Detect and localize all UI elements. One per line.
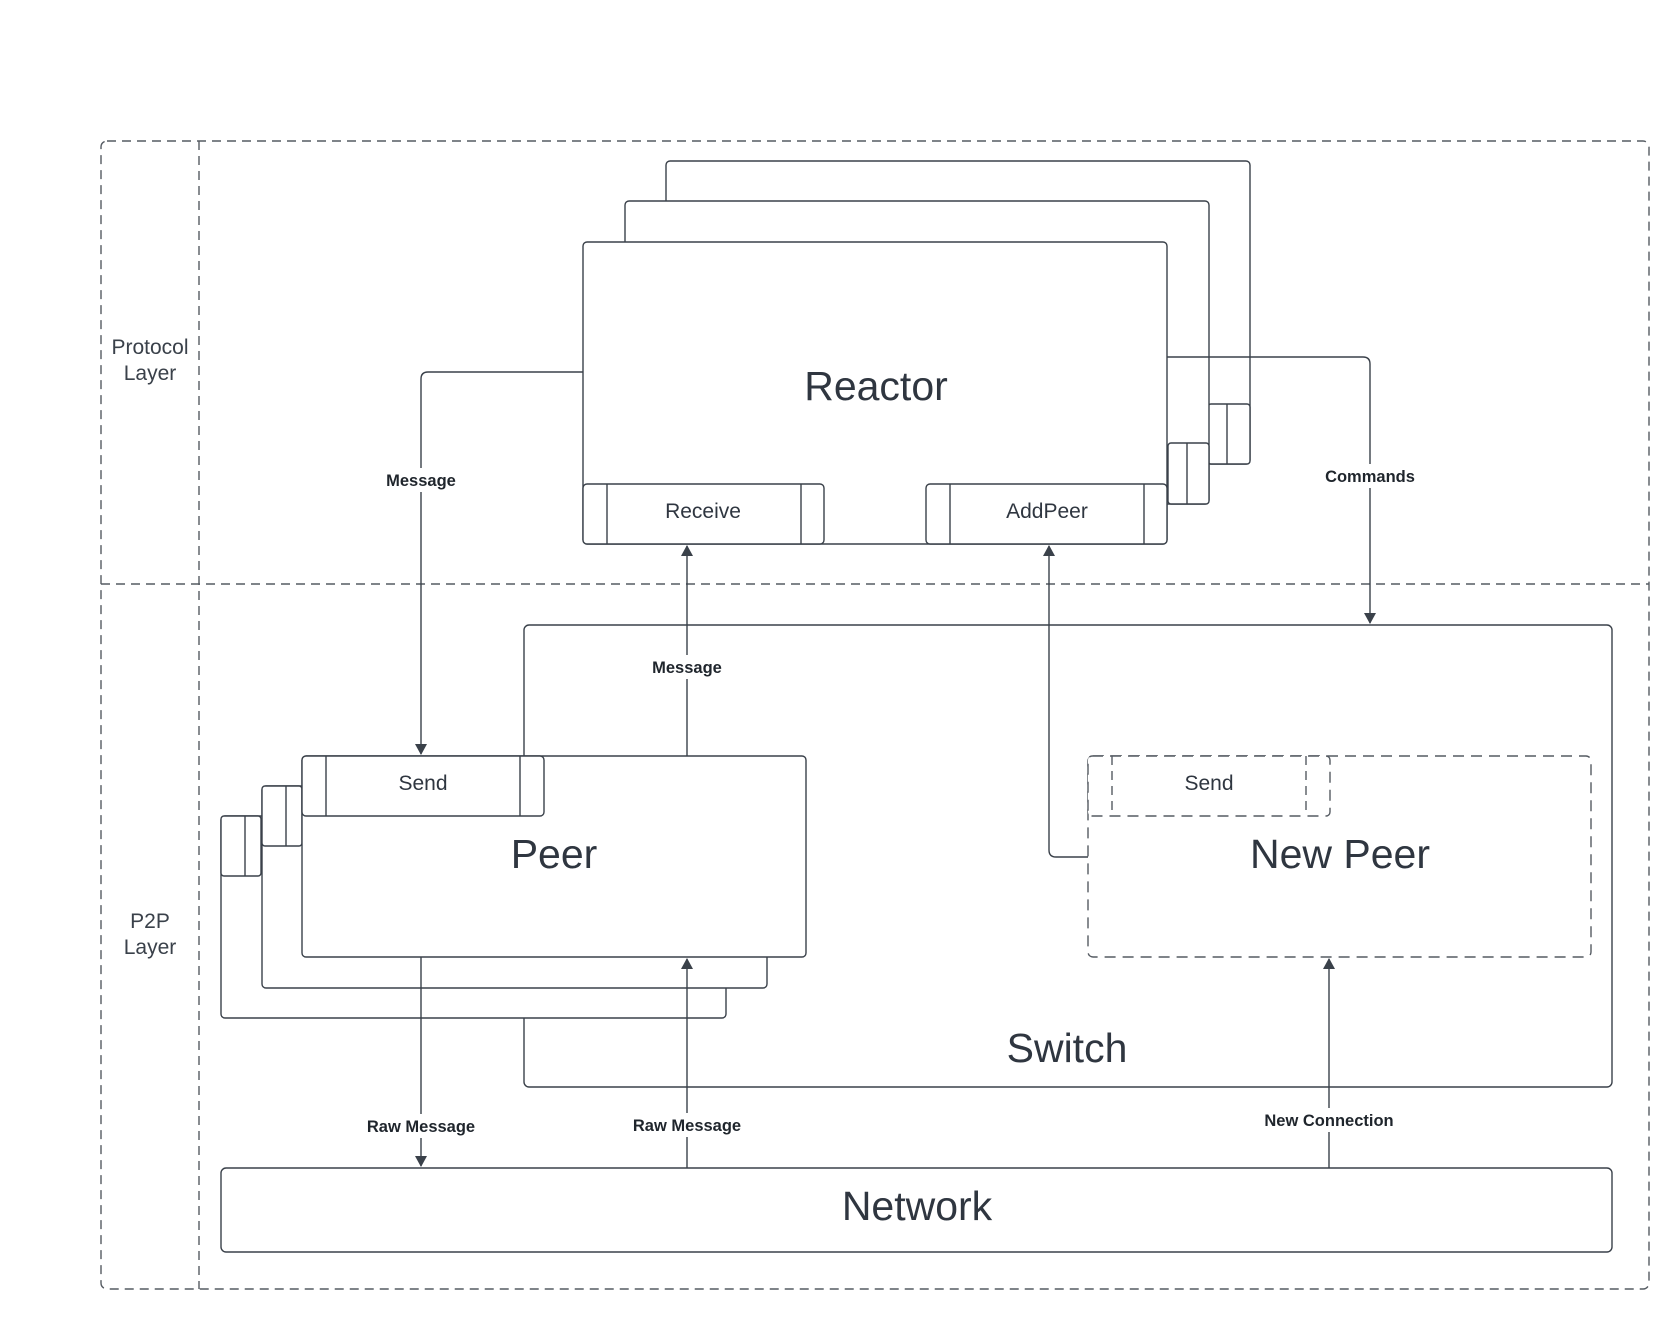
addpeer-port-box (925, 483, 1168, 545)
edge-label-peer-to-network: Raw Message (367, 1118, 475, 1136)
receive-port: Receive (582, 483, 825, 545)
peer-stack-middle-port (261, 785, 303, 847)
peer-stack-back-port (220, 815, 262, 877)
edge-label-reactor-to-send: Message (386, 472, 456, 490)
new-peer-send-port-box (1087, 755, 1331, 817)
edge-reactor-to-peer-send (415, 371, 583, 755)
reactor-stack-middle-port (1167, 442, 1210, 505)
reactor-stack-back-port (1207, 403, 1251, 465)
peer-send-port: Send (301, 755, 545, 817)
new-peer: New Peer Send (1087, 755, 1592, 958)
reactor-label: Reactor (804, 363, 948, 409)
edge-label-network-to-peer: Raw Message (633, 1117, 741, 1135)
reactor-stack: Reactor Receive AddPeer (582, 160, 1251, 545)
addpeer-port: AddPeer (925, 483, 1168, 545)
network-label: Network (842, 1183, 993, 1229)
network-box (220, 1167, 1613, 1253)
edge-labels: Message Message Commands Raw Message Raw… (360, 464, 1422, 1138)
new-peer-send-label: Send (1184, 772, 1233, 795)
edge-reactor-to-switch (1167, 356, 1376, 624)
lane-label-protocol-line2: Layer (124, 362, 177, 385)
edge-label-peer-to-receive: Message (652, 659, 722, 677)
addpeer-label: AddPeer (1006, 500, 1088, 523)
new-peer-label: New Peer (1250, 831, 1430, 877)
edge-newpeer-to-addpeer (1043, 545, 1088, 858)
receive-label: Receive (665, 500, 741, 523)
switch-label: Switch (1007, 1025, 1128, 1071)
reactor-box (582, 241, 1168, 545)
edge-label-new-connection: New Connection (1264, 1112, 1393, 1130)
network: Network (220, 1167, 1613, 1253)
lane-label-p2p-line1: P2P (130, 910, 170, 933)
swimlane-frame (100, 140, 1650, 1290)
peer-send-label: Send (398, 772, 447, 795)
edge-label-commands: Commands (1325, 468, 1415, 486)
lane-label-protocol-line1: Protocol (111, 336, 188, 359)
receive-port-box (582, 483, 825, 545)
outer-frame (100, 140, 1650, 1290)
switch: Switch (523, 624, 1613, 1088)
new-peer-send-port: Send (1087, 755, 1331, 817)
peer-label: Peer (511, 831, 598, 877)
peer-stack: Peer Send (220, 755, 807, 1019)
peer-send-port-box (301, 755, 545, 817)
lane-label-p2p-line2: Layer (124, 936, 177, 959)
